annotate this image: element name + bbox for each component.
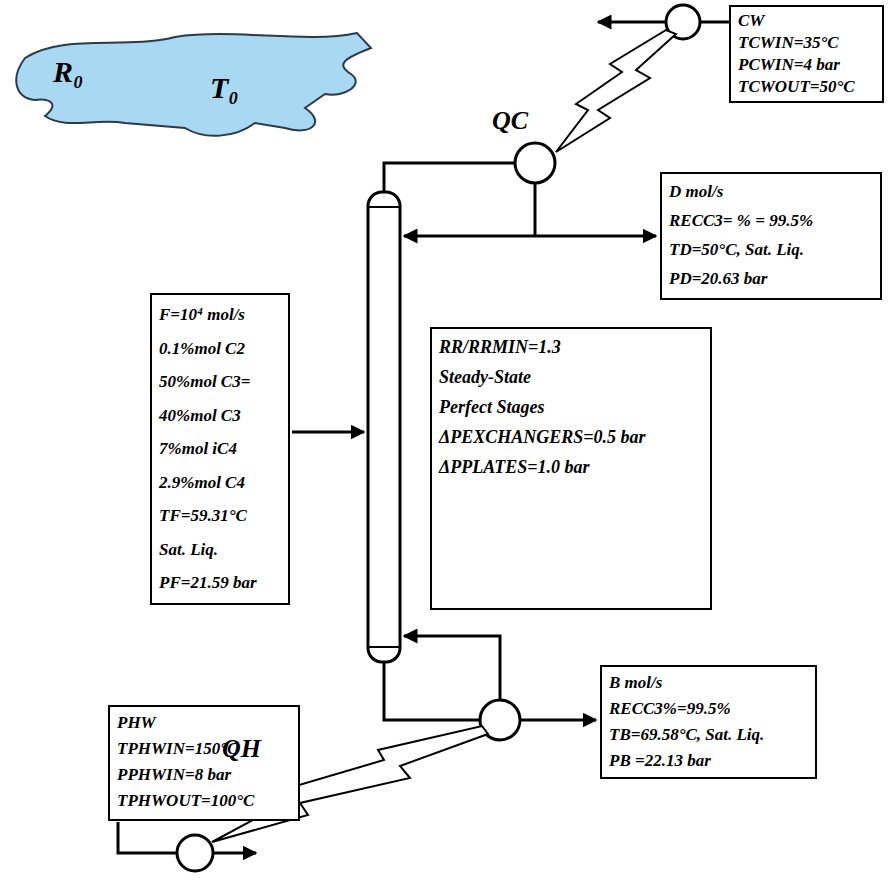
- spec-text: Perfect Stages: [439, 392, 703, 422]
- spec-text: 7%mol iC4: [159, 432, 281, 466]
- heat-bolt: [556, 30, 676, 152]
- spec-text: TCWIN=35°C: [738, 32, 875, 54]
- symbol-label: R₀: [53, 54, 83, 90]
- spec-text: D mol/s: [669, 177, 873, 206]
- spec-text: TCWOUT=50°C: [738, 76, 875, 98]
- spec-text: PCWIN=4 bar: [738, 54, 875, 76]
- spec-text: PB =22.13 bar: [609, 748, 808, 774]
- spec-text: B mol/s: [609, 670, 808, 696]
- reflux-arrow: [404, 235, 535, 238]
- stream-box: D mol/sRECC3= % = 99.5%TD=50°C, Sat. Liq…: [660, 172, 882, 300]
- spec-text: PPHWIN=8 bar: [117, 762, 291, 788]
- spec-text: PD=20.63 bar: [669, 264, 873, 293]
- heat-duty-label: QC: [492, 106, 528, 136]
- boilup-arrow: [404, 636, 500, 700]
- spec-text: F=10⁴ mol/s: [159, 298, 281, 332]
- overhead-vapour-line: [384, 163, 515, 192]
- stream-box: B mol/sRECC3%=99.5%TB=69.58°C, Sat. Liq.…: [600, 665, 817, 779]
- heat-duty-label: QH: [222, 734, 261, 764]
- spec-text: RECC3= % = 99.5%: [669, 206, 873, 235]
- spec-text: TB=69.58°C, Sat. Liq.: [609, 722, 808, 748]
- cw-out-arrow: [598, 21, 665, 24]
- distillate-arrow: [535, 235, 656, 238]
- condensate-line: [534, 183, 537, 236]
- reservoir-cloud: R₀ T₀: [5, 28, 377, 143]
- cw-line: [701, 21, 730, 24]
- utility-box: CWTCWIN=35°CPCWIN=4 barTCWOUT=50°C: [729, 5, 884, 103]
- spec-text: 40%mol C3: [159, 399, 281, 433]
- spec-box: RR/RRMIN=1.3Steady-StatePerfect StagesΔP…: [430, 327, 712, 610]
- spec-text: Steady-State: [439, 362, 703, 392]
- spec-text: 2.9%mol C4: [159, 466, 281, 500]
- feed-arrow: [292, 431, 364, 434]
- spec-text: 50%mol C3=: [159, 365, 281, 399]
- bottoms-line: [384, 662, 480, 720]
- spec-text: ΔPEXCHANGERS=0.5 bar: [439, 422, 703, 452]
- spec-text: RR/RRMIN=1.3: [439, 332, 703, 362]
- spec-text: TD=50°C, Sat. Liq.: [669, 235, 873, 264]
- symbol-label: T₀: [210, 70, 239, 106]
- spec-text: TF=59.31°C: [159, 499, 281, 533]
- phw-out-arrow: [213, 852, 256, 855]
- distillation-column: [368, 192, 400, 662]
- spec-text: 0.1%mol C2: [159, 332, 281, 366]
- condenser: [515, 143, 555, 183]
- utility-box: PHWTPHWIN=150°CPPHWIN=8 barTPHWOUT=100°C: [108, 705, 300, 821]
- spec-text: ΔPPLATES=1.0 bar: [439, 452, 703, 482]
- spec-text: PF=21.59 bar: [159, 566, 281, 600]
- column-bottom-cap: [368, 646, 400, 648]
- phw-in-line: [118, 822, 177, 853]
- spec-text: PHW: [117, 710, 291, 736]
- spec-text: TPHWOUT=100°C: [117, 788, 291, 814]
- spec-text: RECC3%=99.5%: [609, 696, 808, 722]
- spec-text: TPHWIN=150°C: [117, 736, 291, 762]
- spec-text: Sat. Liq.: [159, 533, 281, 567]
- reservoir-shape: [16, 33, 371, 136]
- phw-exchanger: [177, 835, 213, 871]
- bottoms-arrow: [520, 719, 596, 722]
- column-top-cap: [368, 206, 400, 208]
- feed-box: F=10⁴ mol/s0.1%mol C250%mol C3=40%mol C3…: [150, 293, 290, 605]
- spec-text: CW: [738, 10, 875, 32]
